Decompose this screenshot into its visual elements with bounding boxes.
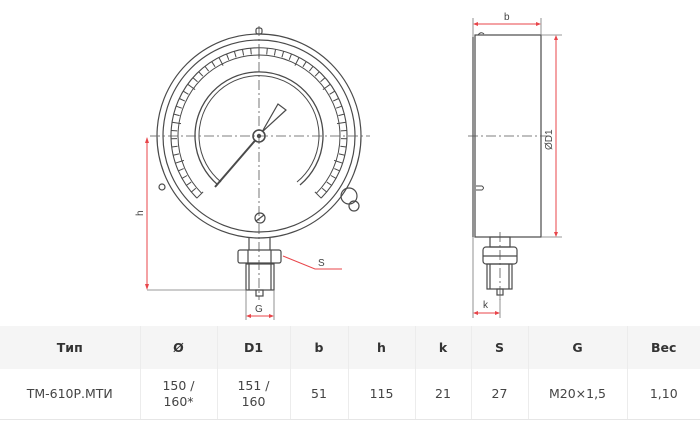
cell-h: 115 — [348, 369, 416, 420]
thread-fitting — [245, 263, 275, 291]
cell-weight: 1,10 — [627, 369, 700, 420]
fitting-tip — [255, 289, 264, 297]
side-centerlines — [468, 135, 548, 300]
header-h: h — [348, 326, 416, 369]
header-g: G — [528, 326, 628, 369]
header-weight: Вес — [627, 326, 700, 369]
screw-slot — [255, 214, 265, 222]
d1-label: ØD1 — [544, 129, 555, 150]
s-label: S — [318, 258, 325, 269]
cell-k: 21 — [415, 369, 472, 420]
h-label: h — [135, 210, 146, 216]
table-row: ТМ-610Р.МТИ 150 /160* 151 /160 51 115 21… — [0, 369, 700, 420]
cell-s: 27 — [471, 369, 529, 420]
pointer-tail — [261, 103, 287, 133]
table-header-row: Тип Ø D1 b h k S G Вес — [0, 326, 700, 369]
front-centerlines — [150, 26, 370, 300]
side-valve-profile — [476, 185, 484, 191]
header-k: k — [415, 326, 472, 369]
cell-d1: 151 /160 — [217, 369, 291, 420]
side-view-gauge — [472, 32, 542, 296]
front-dimensions: h S G — [135, 135, 342, 320]
s-leader-line — [282, 255, 342, 270]
zero-adjust-screw — [254, 212, 266, 224]
b-label: b — [504, 12, 510, 23]
cell-diameter: 150 /160* — [140, 369, 218, 420]
hex-nut — [237, 249, 282, 264]
g-label: G — [255, 304, 263, 315]
side-thread — [486, 263, 513, 290]
header-d1: D1 — [217, 326, 291, 369]
header-s: S — [471, 326, 529, 369]
pointer-needle — [214, 135, 260, 188]
header-diameter: Ø — [140, 326, 218, 369]
technical-drawing: h S G b — [135, 12, 562, 320]
cell-b: 51 — [290, 369, 349, 420]
header-b: b — [290, 326, 349, 369]
gauge-pointer-group — [214, 103, 287, 297]
k-label: k — [483, 300, 489, 311]
side-valve-cap — [348, 200, 360, 212]
side-dimensions: b ØD1 k — [472, 12, 562, 318]
specification-table: Тип Ø D1 b h k S G Вес ТМ-610Р.МТИ 150 /… — [0, 326, 700, 420]
cell-type: ТМ-610Р.МТИ — [0, 369, 141, 420]
cell-g: M20×1,5 — [528, 369, 628, 420]
side-knob — [158, 183, 166, 191]
header-type: Тип — [0, 326, 141, 369]
